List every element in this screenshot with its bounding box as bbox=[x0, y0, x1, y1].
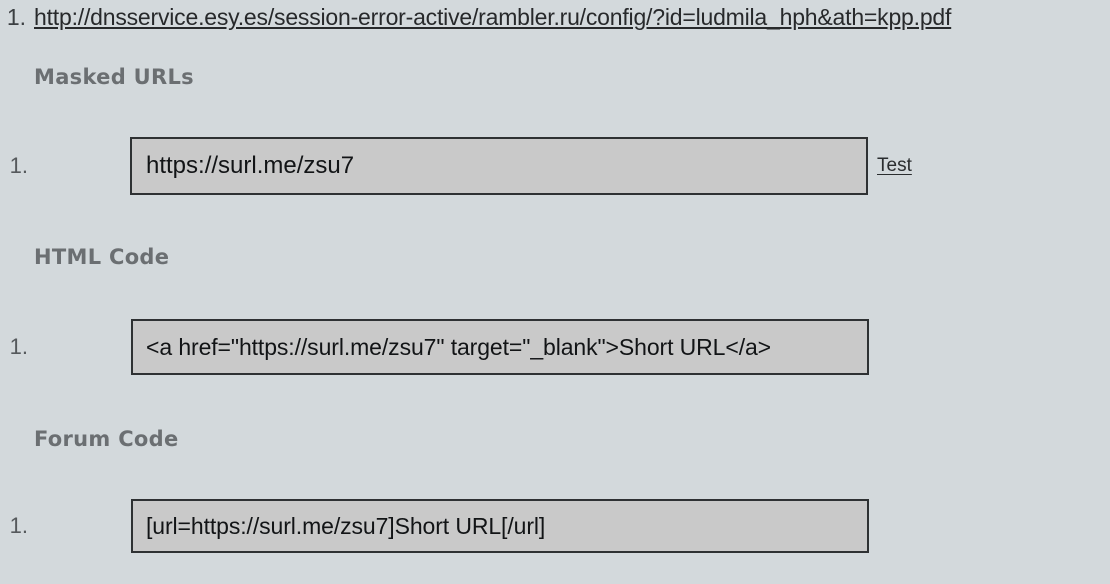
html-code-row: 1. bbox=[0, 318, 1110, 376]
forum-code-input[interactable] bbox=[131, 499, 869, 553]
masked-urls-heading: Masked URLs bbox=[34, 65, 194, 89]
html-code-heading: HTML Code bbox=[34, 245, 170, 269]
original-url-list-item: 1. http://dnsservice.esy.es/session-erro… bbox=[0, 4, 1110, 42]
masked-url-row: 1. Test bbox=[0, 136, 1110, 196]
original-url-list-marker: 1. bbox=[6, 4, 26, 30]
test-link[interactable]: Test bbox=[877, 155, 912, 176]
forum-code-heading: Forum Code bbox=[34, 427, 179, 451]
forum-code-row: 1. bbox=[0, 498, 1110, 554]
original-url-link[interactable]: http://dnsservice.esy.es/session-error-a… bbox=[34, 4, 952, 30]
masked-url-input[interactable] bbox=[130, 137, 868, 195]
forum-code-list-marker: 1. bbox=[9, 513, 28, 538]
html-code-list-marker: 1. bbox=[9, 334, 28, 359]
masked-url-list-marker: 1. bbox=[9, 153, 28, 178]
html-code-input[interactable] bbox=[131, 319, 869, 375]
